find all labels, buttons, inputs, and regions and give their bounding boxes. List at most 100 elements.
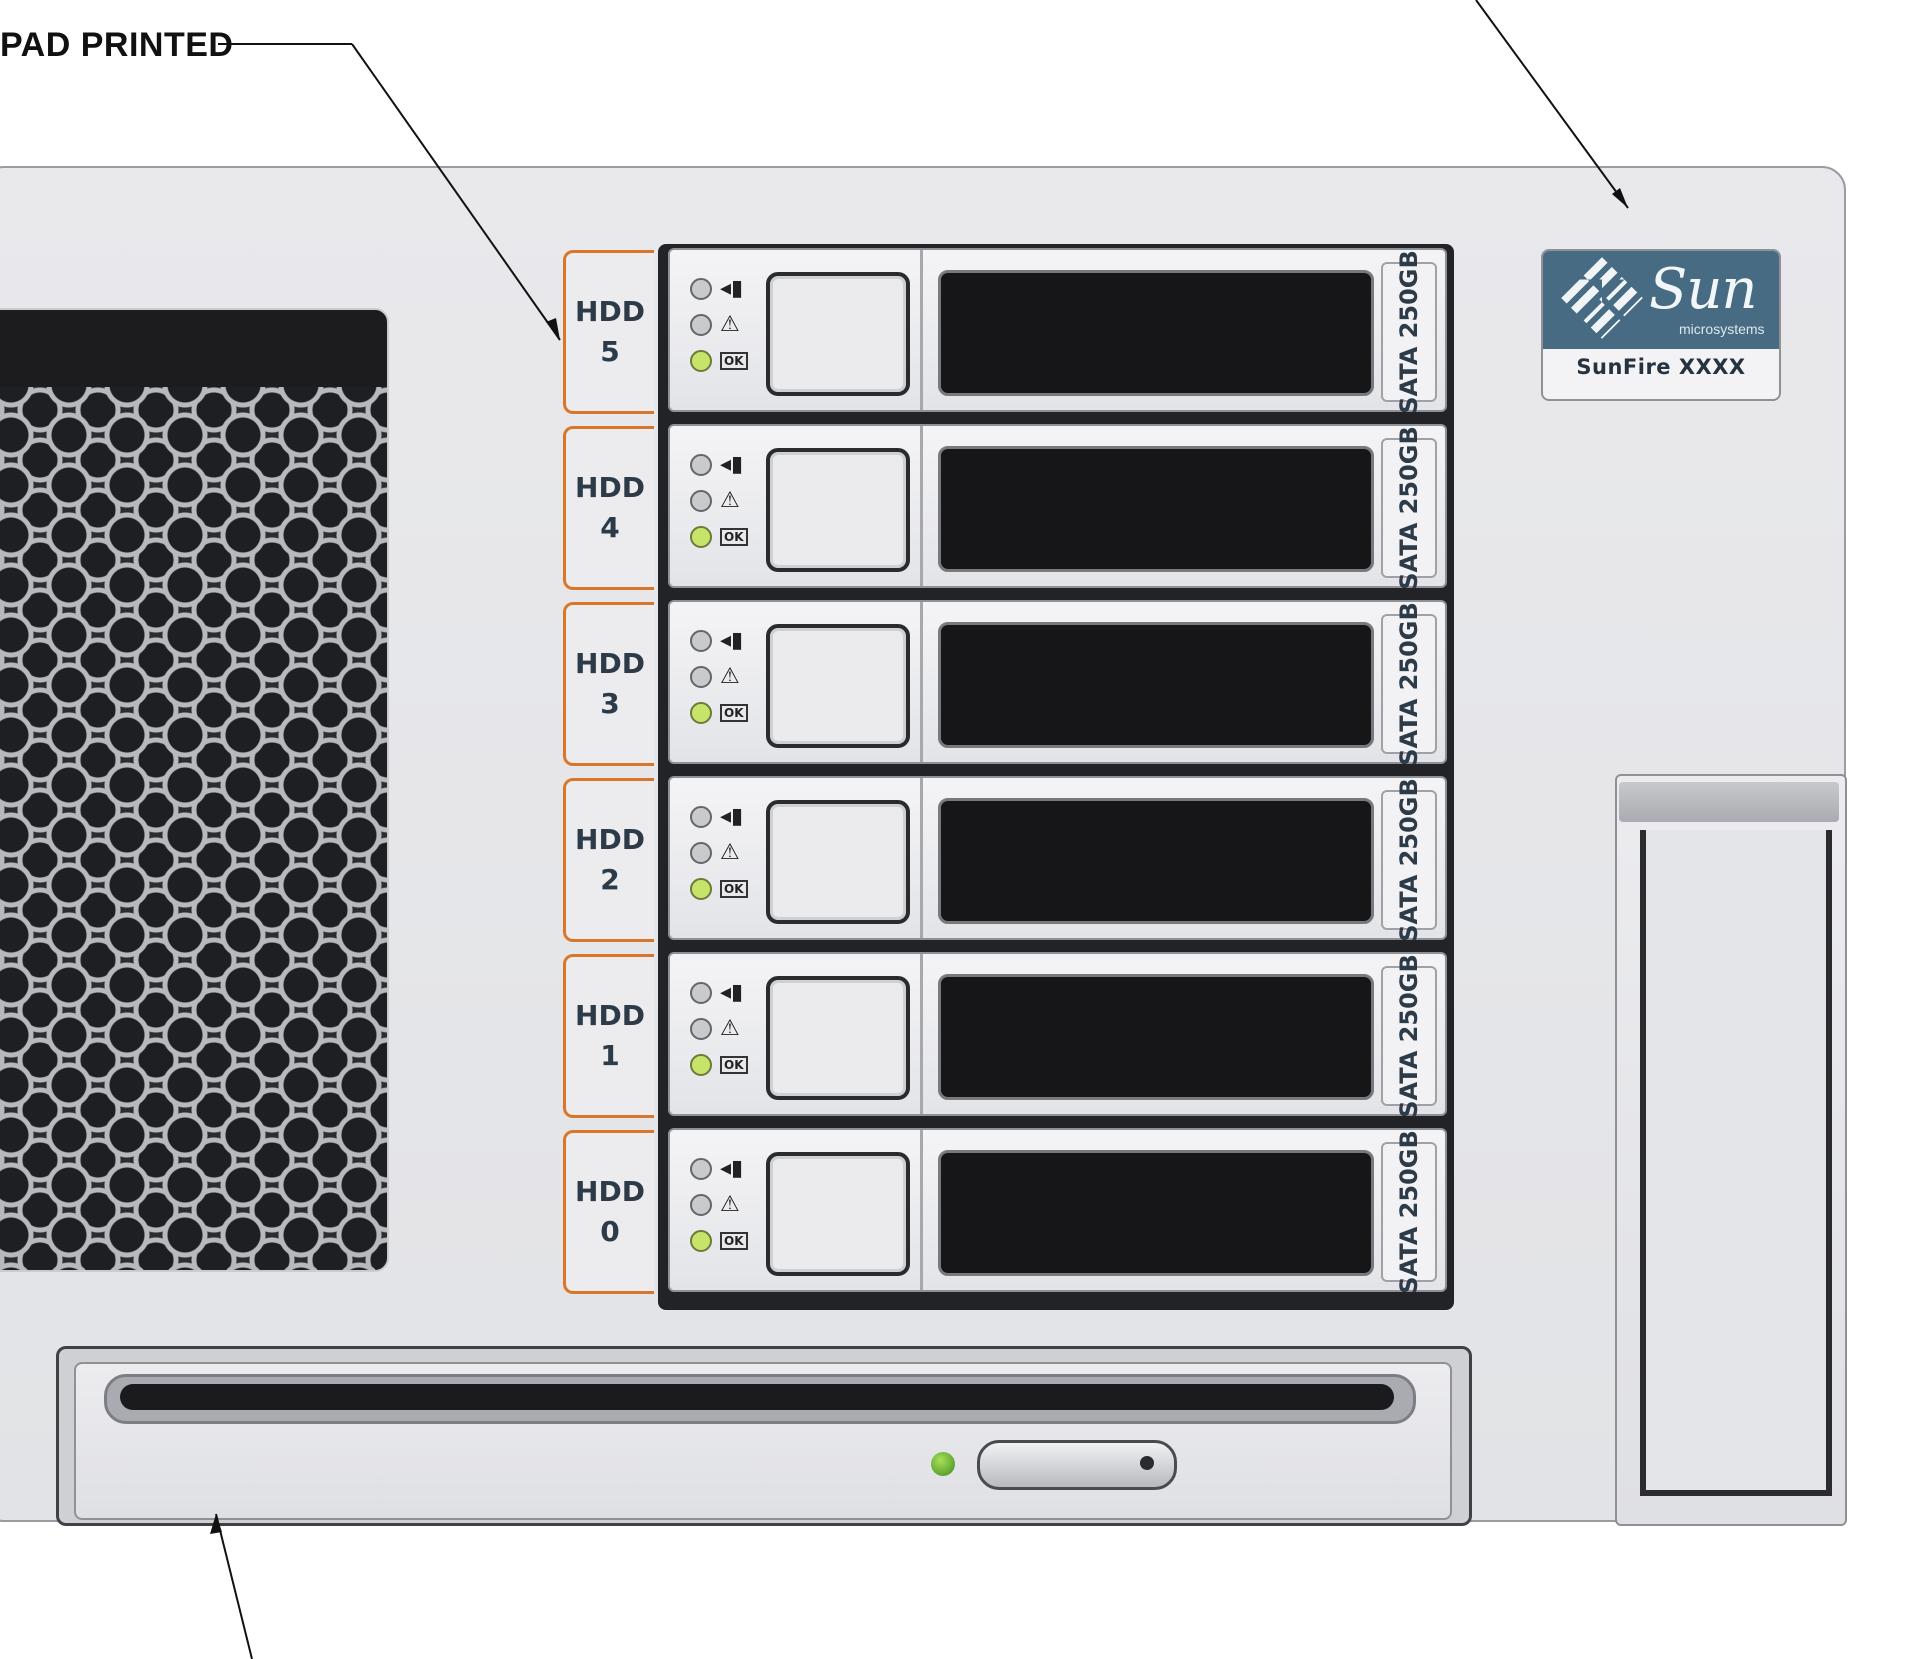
- led-row: OK: [690, 526, 748, 548]
- tray-grille: [938, 798, 1374, 924]
- tray-latch-area: [670, 250, 923, 410]
- ok-icon: OK: [720, 1056, 748, 1074]
- hdd-label-line1: HDD: [575, 823, 645, 856]
- drive-type-label: SATA 250GB: [1381, 426, 1437, 590]
- hdd-label-line1: HDD: [575, 471, 645, 504]
- ok-led: [690, 702, 712, 724]
- hdd-bay-label: HDD 2: [563, 778, 654, 942]
- brand-subtitle: microsystems: [1679, 321, 1765, 337]
- hdd-label-number: 4: [600, 511, 620, 544]
- drive-tray[interactable]: ◂▮ ⚠ OK SATA 250GB: [668, 776, 1447, 942]
- callout-label: PAD PRINTED: [0, 26, 234, 64]
- fault-led: [690, 314, 712, 336]
- led-row: ⚠: [690, 490, 740, 512]
- badge-leader: [1475, 0, 1629, 209]
- ready-to-remove-icon: ◂▮: [720, 804, 744, 829]
- led-row: ◂▮: [690, 630, 743, 652]
- hdd-label-number: 3: [600, 687, 620, 720]
- led-row: ⚠: [690, 1194, 740, 1216]
- drive-tray[interactable]: ◂▮ ⚠ OK SATA 250GB: [668, 1128, 1447, 1294]
- ready-to-remove-led: [690, 630, 712, 652]
- hdd-label-number: 1: [600, 1039, 620, 1072]
- led-row: OK: [690, 350, 748, 372]
- ok-led: [690, 1054, 712, 1076]
- tray-latch-area: [670, 954, 923, 1114]
- ok-led: [690, 526, 712, 548]
- fault-led: [690, 1194, 712, 1216]
- service-action-icon: ⚠: [720, 488, 740, 513]
- drive-type-label: SATA 250GB: [1381, 954, 1437, 1118]
- led-row: ⚠: [690, 666, 740, 688]
- tray-release-button[interactable]: [766, 448, 910, 572]
- hdd-label-number: 0: [600, 1215, 620, 1248]
- hdd-label-line1: HDD: [575, 647, 645, 680]
- optical-arrowhead: [210, 1514, 222, 1534]
- led-row: ⚠: [690, 314, 740, 336]
- callout-leader-diagonal: [351, 43, 561, 341]
- led-row: ⚠: [690, 1018, 740, 1040]
- tray-release-button[interactable]: [766, 800, 910, 924]
- ok-led: [690, 1230, 712, 1252]
- fault-led: [690, 490, 712, 512]
- tray-grille: [938, 974, 1374, 1100]
- ok-icon: OK: [720, 352, 748, 370]
- ready-to-remove-led: [690, 982, 712, 1004]
- ready-to-remove-icon: ◂▮: [720, 1156, 744, 1181]
- ready-to-remove-led: [690, 1158, 712, 1180]
- hdd-label-number: 5: [600, 335, 620, 368]
- ok-led: [690, 350, 712, 372]
- led-row: ◂▮: [690, 1158, 743, 1180]
- hdd-bay-label: HDD 3: [563, 602, 654, 766]
- tray-grille: [938, 1150, 1374, 1276]
- ok-icon: OK: [720, 528, 748, 546]
- tray-grille: [938, 270, 1374, 396]
- sun-badge: Sun microsystems SunFire XXXX: [1541, 249, 1781, 401]
- led-row: OK: [690, 702, 748, 724]
- rack-handle-grip: [1640, 830, 1832, 1496]
- led-row: OK: [690, 1054, 748, 1076]
- drive-tray[interactable]: ◂▮ ⚠ OK SATA 250GB: [668, 952, 1447, 1118]
- ok-icon: OK: [720, 1232, 748, 1250]
- badge-banner: Sun microsystems: [1543, 251, 1779, 349]
- ready-to-remove-led: [690, 278, 712, 300]
- drive-tray[interactable]: ◂▮ ⚠ OK SATA 250GB: [668, 600, 1447, 766]
- optical-activity-led: [931, 1452, 955, 1476]
- tray-release-button[interactable]: [766, 976, 910, 1100]
- ok-icon: OK: [720, 704, 748, 722]
- drive-type-label: SATA 250GB: [1381, 250, 1437, 414]
- fault-led: [690, 842, 712, 864]
- model-name: SunFire XXXX: [1576, 355, 1746, 379]
- badge-arrowhead: [1612, 188, 1628, 208]
- hdd-label-line1: HDD: [575, 1175, 645, 1208]
- tray-release-button[interactable]: [766, 624, 910, 748]
- tray-release-button[interactable]: [766, 272, 910, 396]
- led-row: ◂▮: [690, 806, 743, 828]
- led-row: OK: [690, 878, 748, 900]
- service-action-icon: ⚠: [720, 664, 740, 689]
- hdd-bay-label: HDD 4: [563, 426, 654, 590]
- fault-led: [690, 666, 712, 688]
- hdd-label-number: 2: [600, 863, 620, 896]
- fault-led: [690, 1018, 712, 1040]
- service-action-icon: ⚠: [720, 840, 740, 865]
- ready-to-remove-led: [690, 806, 712, 828]
- tray-latch-area: [670, 602, 923, 762]
- service-action-icon: ⚠: [720, 312, 740, 337]
- drive-type-label: SATA 250GB: [1381, 1130, 1437, 1294]
- tray-latch-area: [670, 426, 923, 586]
- ok-icon: OK: [720, 880, 748, 898]
- optical-leader: [215, 1513, 253, 1659]
- rack-handle-top: [1619, 782, 1839, 822]
- tray-latch-area: [670, 778, 923, 938]
- hdd-label-line1: HDD: [575, 999, 645, 1032]
- drive-type-label: SATA 250GB: [1381, 602, 1437, 766]
- led-row: ◂▮: [690, 454, 743, 476]
- ready-to-remove-icon: ◂▮: [720, 980, 744, 1005]
- drive-type-label: SATA 250GB: [1381, 778, 1437, 942]
- tray-release-button[interactable]: [766, 1152, 910, 1276]
- hdd-bay-label: HDD 0: [563, 1130, 654, 1294]
- drive-tray[interactable]: ◂▮ ⚠ OK SATA 250GB: [668, 424, 1447, 590]
- ready-to-remove-icon: ◂▮: [720, 452, 744, 477]
